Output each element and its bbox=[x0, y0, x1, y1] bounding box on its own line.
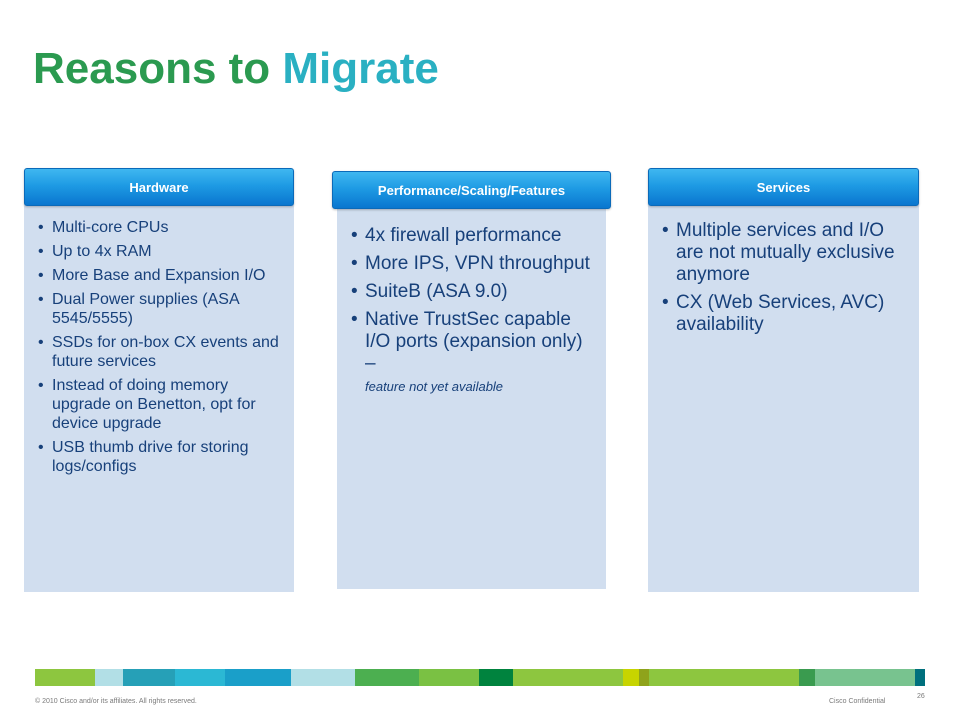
list-item: SSDs for on-box CX events and future ser… bbox=[34, 333, 289, 371]
stripe bbox=[291, 669, 355, 686]
stripe bbox=[123, 669, 175, 686]
hardware-panel: Hardware Multi-core CPUs Up to 4x RAM Mo… bbox=[24, 168, 294, 592]
footer-confidential: Cisco Confidential bbox=[829, 698, 886, 705]
stripe bbox=[225, 669, 291, 686]
title-part-1: Reasons to bbox=[33, 44, 283, 93]
services-list: Multiple services and I/O are not mutual… bbox=[658, 220, 913, 342]
hardware-list: Multi-core CPUs Up to 4x RAM More Base a… bbox=[34, 218, 289, 481]
performance-list: 4x firewall performance More IPS, VPN th… bbox=[347, 225, 597, 403]
feature-note: feature not yet available bbox=[365, 379, 504, 394]
footer-copyright: © 2010 Cisco and/or its affiliates. All … bbox=[35, 698, 197, 705]
stripe bbox=[175, 669, 225, 686]
stripe bbox=[35, 669, 95, 686]
hardware-header: Hardware bbox=[24, 168, 294, 206]
list-item: Multi-core CPUs bbox=[34, 218, 289, 237]
list-item: USB thumb drive for storing logs/configs bbox=[34, 438, 289, 476]
performance-panel: Performance/Scaling/Features 4x firewall… bbox=[332, 171, 611, 589]
stripe bbox=[815, 669, 915, 686]
list-item: Native TrustSec capable I/O ports (expan… bbox=[347, 309, 597, 397]
trustsec-text: Native TrustSec capable I/O ports (expan… bbox=[365, 309, 583, 374]
slide-title: Reasons to Migrate bbox=[33, 44, 439, 94]
stripe bbox=[419, 669, 479, 686]
list-item: Dual Power supplies (ASA 5545/5555) bbox=[34, 290, 289, 328]
footer-color-bar bbox=[35, 669, 925, 686]
stripe bbox=[799, 669, 815, 686]
list-item: Multiple services and I/O are not mutual… bbox=[658, 220, 913, 286]
list-item: SuiteB (ASA 9.0) bbox=[347, 281, 597, 303]
services-header: Services bbox=[648, 168, 919, 206]
list-item: 4x firewall performance bbox=[347, 225, 597, 247]
services-panel: Services Multiple services and I/O are n… bbox=[648, 168, 919, 592]
list-item: More Base and Expansion I/O bbox=[34, 266, 289, 285]
performance-header: Performance/Scaling/Features bbox=[332, 171, 611, 209]
list-item: More IPS, VPN throughput bbox=[347, 253, 597, 275]
stripe bbox=[95, 669, 123, 686]
stripe bbox=[513, 669, 623, 686]
stripe bbox=[479, 669, 513, 686]
stripe bbox=[915, 669, 925, 686]
page-number: 26 bbox=[917, 693, 925, 700]
stripe bbox=[639, 669, 649, 686]
list-item: Instead of doing memory upgrade on Benet… bbox=[34, 376, 289, 433]
stripe bbox=[623, 669, 639, 686]
stripe bbox=[649, 669, 799, 686]
title-part-2: Migrate bbox=[282, 44, 439, 93]
list-item: CX (Web Services, AVC) availability bbox=[658, 292, 913, 336]
list-item: Up to 4x RAM bbox=[34, 242, 289, 261]
stripe bbox=[355, 669, 419, 686]
